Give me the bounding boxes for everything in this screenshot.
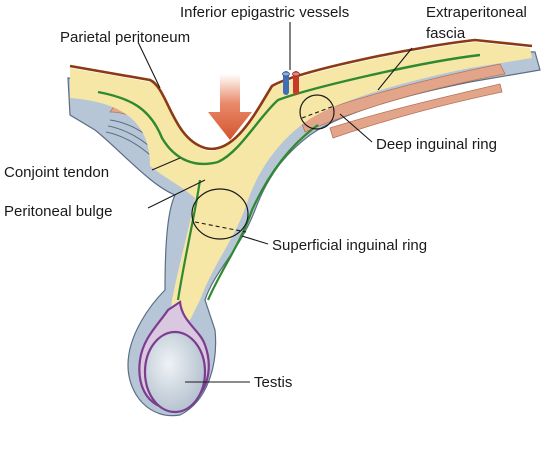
label-testis: Testis <box>254 374 292 391</box>
label-inferior-epigastric: Inferior epigastric vessels <box>180 4 349 21</box>
label-parietal-peritoneum: Parietal peritoneum <box>60 29 190 46</box>
label-superficial-ring: Superficial inguinal ring <box>272 237 427 254</box>
parietal-peritoneum-line <box>69 38 533 151</box>
spermatic-cord-green-left <box>176 179 202 301</box>
superficial-ring-marker <box>191 188 249 240</box>
pressure-arrow-icon <box>208 74 252 140</box>
testis-shape <box>143 330 207 414</box>
spermatic-cord-green-right <box>206 124 319 301</box>
label-extraperitoneal-1: Extraperitoneal <box>426 4 527 21</box>
label-extraperitoneal-2: fascia <box>426 25 466 42</box>
label-deep-ring: Deep inguinal ring <box>376 136 497 153</box>
label-peritoneal-bulge: Peritoneal bulge <box>4 203 112 220</box>
muscle-layer-right-lower <box>329 83 503 139</box>
transversalis-fascia-line <box>97 53 481 166</box>
inferior-epigastric-vessels-icon <box>282 71 300 95</box>
label-conjoint-tendon: Conjoint tendon <box>4 164 109 181</box>
extraperitoneal-fascia-fill <box>70 42 532 320</box>
muscle-layer-right <box>299 63 506 133</box>
deep-ring-marker <box>299 94 335 130</box>
